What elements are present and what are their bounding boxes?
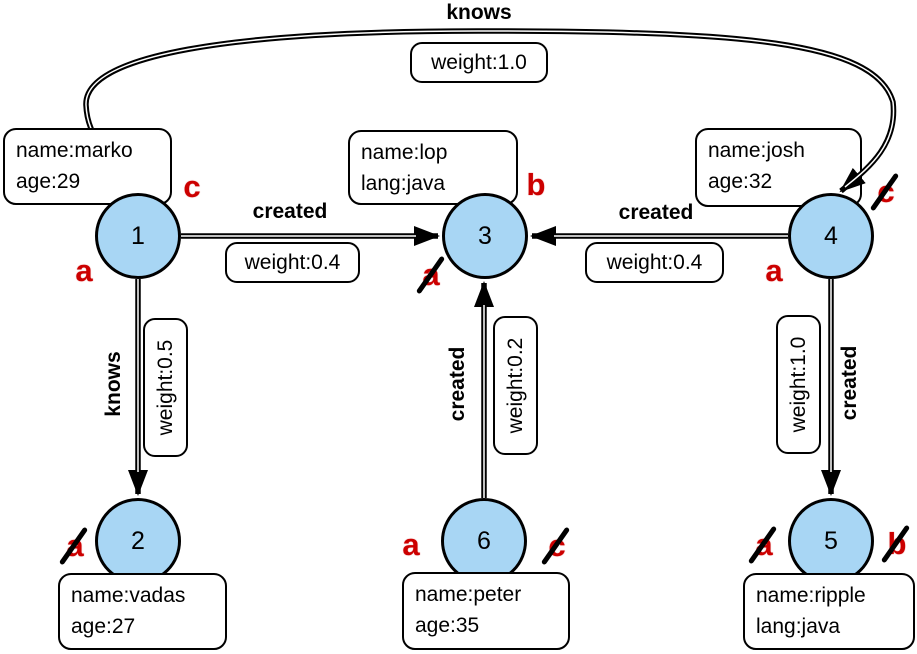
vertex-2: 2 [95,498,181,584]
vertex-1-id: 1 [131,221,145,250]
edge-knows-1-4-core [85,30,895,203]
edge-label-created-6-3: created [446,346,469,422]
property-name: name:ripple [756,584,866,607]
property-name: name:josh [708,139,805,162]
property-box-lop: name:lop lang:java [348,130,518,205]
property-age: age:29 [16,170,81,193]
property-name: name:peter [415,583,522,606]
property-lang: lang:java [361,172,446,195]
vertex-5: 5 [788,498,874,584]
weight-box-created-4-3: weight:0.4 [585,242,724,283]
vertex-3: 3 [442,193,528,279]
step-label-b-vertex-3: b [526,167,546,202]
vertex-4-id: 4 [824,221,838,250]
weight-box-knows-1-2: weight:0.5 [143,318,188,457]
property-box-vadas: name:vadas age:27 [58,573,227,650]
property-box-marko: name:marko age:29 [3,128,172,205]
weight-box-created-1-3: weight:0.4 [225,242,360,283]
property-age: age:35 [415,614,480,637]
vertex-2-id: 2 [131,526,145,555]
vertex-5-id: 5 [824,526,838,555]
edge-label-created-4-3: created [618,201,694,224]
step-label-a-vertex-4: a [765,253,783,288]
property-box-peter: name:peter age:35 [402,572,570,650]
property-name: name:lop [361,141,448,164]
edge-label-created-1-3: created [252,200,328,223]
property-lang: lang:java [756,615,841,638]
edge-label-created-4-5: created [838,345,861,421]
vertex-6-id: 6 [477,526,491,555]
step-label-a-vertex-1: a [75,253,93,288]
property-box-ripple: name:ripple lang:java [743,573,915,650]
vertex-1: 1 [95,193,181,279]
edge-label-knows-1-2: knows [102,351,125,417]
step-label-a-vertex-6: a [402,527,420,562]
edge-label-knows-1-4: knows [446,1,512,24]
property-age: age:27 [71,615,136,638]
property-age: age:32 [708,170,773,193]
property-name: name:vadas [71,584,186,607]
vertex-4: 4 [788,193,874,279]
weight-box-created-6-3: weight:0.2 [493,316,538,455]
step-label-c-vertex-1: c [183,169,201,204]
property-name: name:marko [16,139,133,162]
weight-box-created-4-5: weight:1.0 [776,315,821,454]
vertex-3-id: 3 [478,221,492,250]
weight-box-knows-1-4: weight:1.0 [410,42,548,83]
